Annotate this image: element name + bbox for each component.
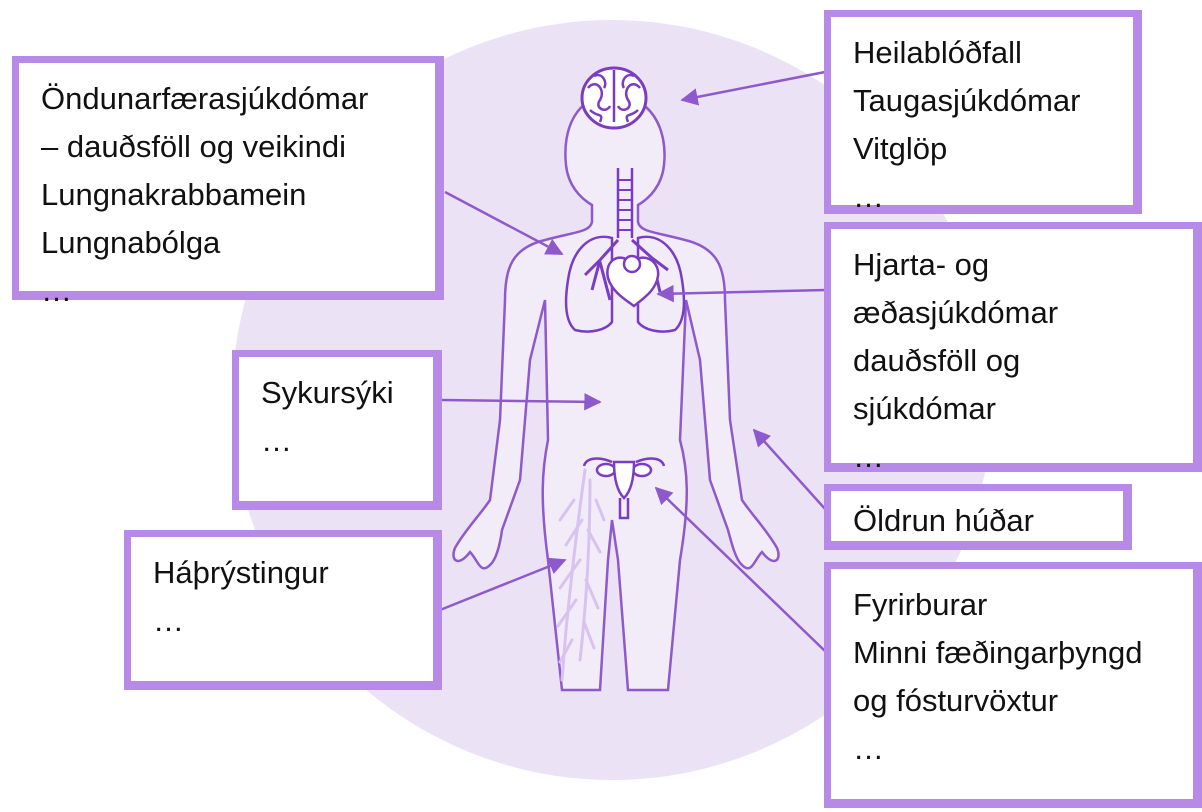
diabetes-box: Sykursýki … — [232, 350, 442, 510]
label-line: – dauðsföll og veikindi — [41, 123, 421, 171]
label-line: Öldrun húðar — [853, 501, 1109, 541]
label-line: Fyrirburar — [853, 581, 1179, 629]
label-line: … — [261, 417, 419, 465]
label-line: Sykursýki — [261, 369, 419, 417]
label-line: Lungnabólga — [41, 219, 421, 267]
label-line: Öndunarfærasjúkdómar — [41, 75, 421, 123]
skin-aging-box: Öldrun húðar — [824, 484, 1132, 550]
label-line: … — [853, 173, 1119, 221]
label-line: Lungnakrabbamein — [41, 171, 421, 219]
label-line: … — [853, 725, 1179, 773]
label-line: Vitglöp — [853, 125, 1119, 173]
label-line: … — [153, 597, 419, 645]
label-line: Minni fæðingarþyngd — [853, 629, 1179, 677]
respiratory-disease-box: Öndunarfærasjúkdómar – dauðsföll og veik… — [12, 56, 444, 300]
label-line: æðasjúkdómar — [853, 289, 1179, 337]
label-line: … — [41, 267, 421, 315]
label-line: … — [853, 433, 1179, 481]
label-line: dauðsföll og — [853, 337, 1179, 385]
label-line: Heilablóðfall — [853, 29, 1119, 77]
hypertension-box: Háþrýstingur … — [124, 530, 442, 690]
label-line: Taugasjúkdómar — [853, 77, 1119, 125]
label-line: og fósturvöxtur — [853, 677, 1179, 725]
label-line: Hjarta- og — [853, 241, 1179, 289]
brain-disease-box: Heilablóðfall Taugasjúkdómar Vitglöp … — [824, 10, 1142, 214]
brain-icon — [582, 68, 646, 128]
label-line: sjúkdómar — [853, 385, 1179, 433]
heart-disease-box: Hjarta- og æðasjúkdómar dauðsföll og sjú… — [824, 222, 1202, 472]
preterm-birth-box: Fyrirburar Minni fæðingarþyngd og fóstur… — [824, 562, 1202, 808]
label-line: Háþrýstingur — [153, 549, 419, 597]
